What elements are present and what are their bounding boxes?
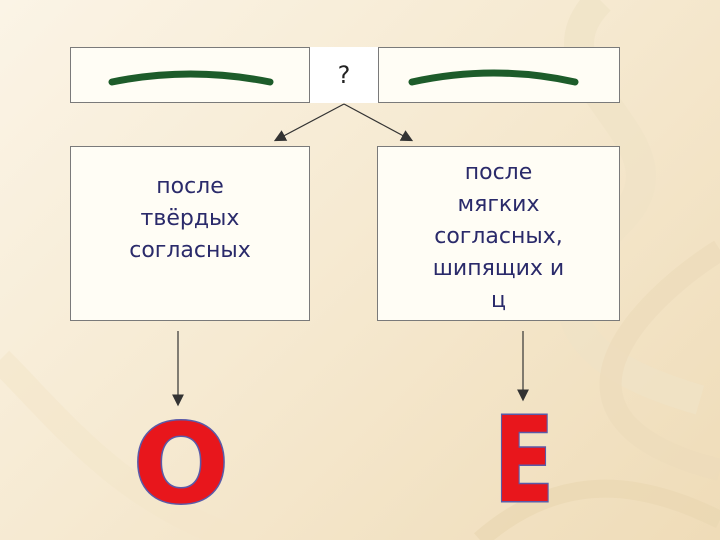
box-line: согласных — [71, 235, 309, 267]
box-line: согласных, — [378, 221, 619, 253]
letter-o-glyph: О — [133, 410, 229, 510]
box-line: ц — [378, 285, 619, 317]
letter-e-glyph: Е — [494, 405, 554, 507]
hard-consonants-box: после твёрдых согласных — [70, 146, 310, 321]
arrow-to-left-box — [276, 104, 344, 140]
box-line: шипящих и — [378, 253, 619, 285]
letter-e: Е — [490, 405, 558, 507]
box-line: мягких — [378, 189, 619, 221]
box-line: твёрдых — [71, 203, 309, 235]
box-line: после — [71, 171, 309, 203]
soft-consonants-box: после мягких согласных, шипящих и ц — [377, 146, 620, 321]
box-line: после — [378, 157, 619, 189]
arrow-to-right-box — [344, 104, 411, 140]
letter-o: О — [128, 410, 234, 510]
